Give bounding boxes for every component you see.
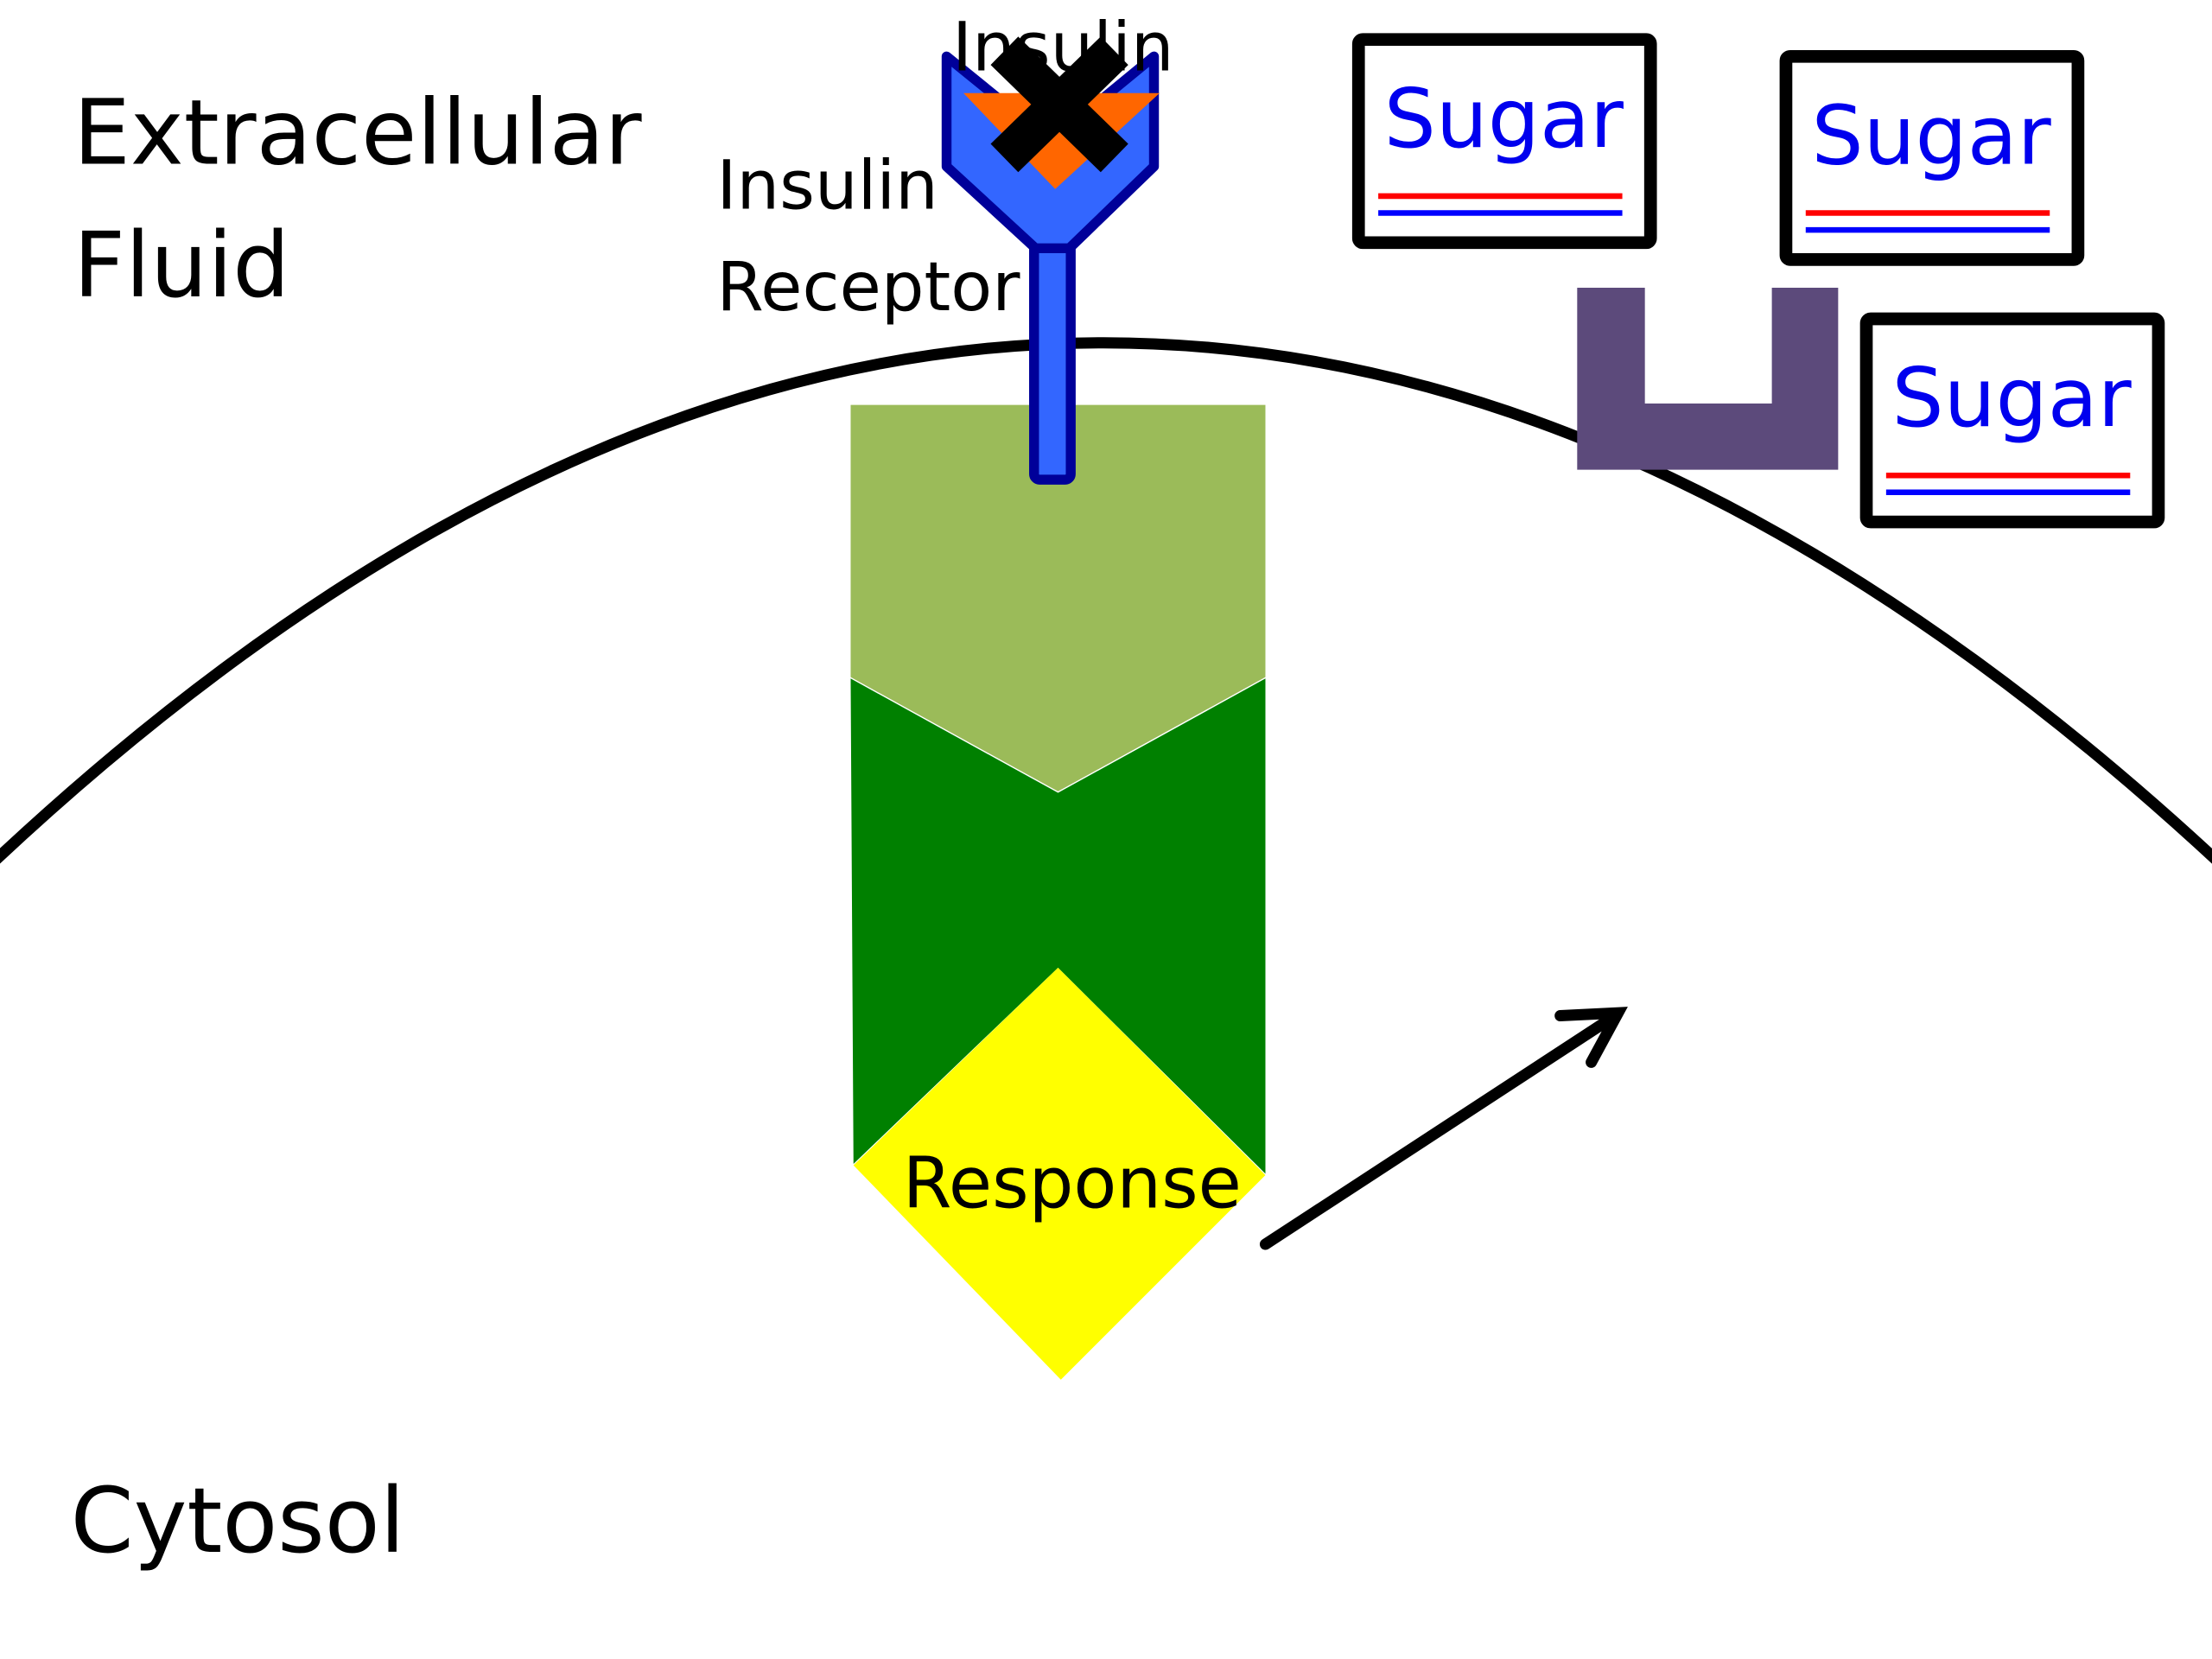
response-label: Response bbox=[903, 1143, 1242, 1225]
sugar-label: Sugar bbox=[1384, 72, 1624, 167]
arrow-icon bbox=[1259, 1007, 1628, 1250]
extracellular-label-line1: Extracellular bbox=[73, 79, 642, 185]
cytosol-label: Cytosol bbox=[71, 1468, 405, 1573]
sugar-molecule: Sugar bbox=[1779, 49, 2085, 266]
receptor-label-line2: Receptor bbox=[716, 248, 1020, 327]
cell-membrane bbox=[0, 337, 2212, 864]
light-green-protein bbox=[850, 404, 1266, 791]
sugar-label: Sugar bbox=[1892, 351, 2132, 446]
response-diamond bbox=[853, 968, 1266, 1380]
sugar-label: Sugar bbox=[1812, 88, 2051, 183]
receptor-stem bbox=[1029, 238, 1076, 485]
dark-green-protein bbox=[850, 678, 1266, 1174]
glucose-transporter bbox=[1577, 288, 1839, 470]
insulin-molecule bbox=[963, 92, 1160, 189]
receptor-label-line1: Insulin bbox=[716, 147, 938, 226]
extracellular-label-line2: Fluid bbox=[73, 213, 290, 318]
sugar-molecule: Sugar bbox=[1859, 312, 2165, 529]
x-mark-icon bbox=[990, 36, 1128, 173]
sugar-molecule: Sugar bbox=[1351, 33, 1657, 250]
